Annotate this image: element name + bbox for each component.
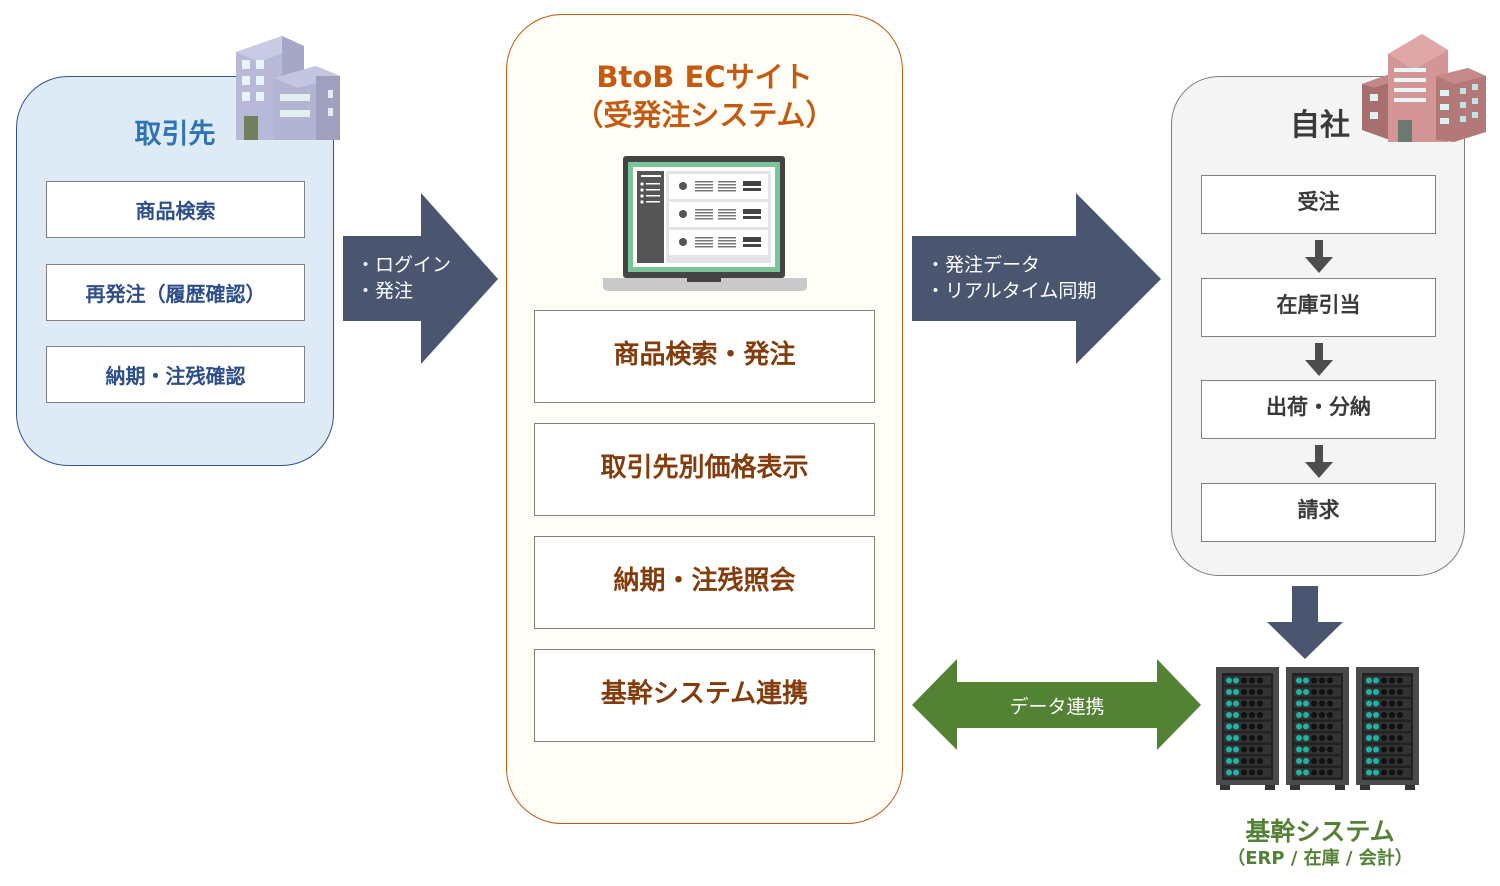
ec-site-title-line1: BtoB ECサイト: [596, 60, 813, 94]
data-link-arrow: [912, 659, 1201, 750]
arrow-label-login: ・ログイン: [356, 254, 452, 276]
step-arrow-down-icon: [1305, 240, 1333, 273]
order-data-arrow-label: ・発注データ ・リアルタイム同期: [926, 252, 1096, 304]
ec-site-title: BtoB ECサイト （受発注システム）: [506, 58, 903, 134]
own-step-billing: 請求: [1201, 483, 1436, 542]
ec-item-erp-integration: 基幹システム連携: [534, 649, 875, 742]
server-rack-icon: [1216, 667, 1422, 792]
own-step-inventory-allocation: 在庫引当: [1201, 278, 1436, 337]
laptop-icon: [603, 156, 807, 291]
ec-item-product-order: 商品検索・発注: [534, 310, 875, 403]
step-arrow-down-icon: [1305, 343, 1333, 376]
arrow-label-realtime-sync: ・リアルタイム同期: [926, 280, 1097, 302]
partner-item-reorder: 再発注（履歴確認）: [46, 264, 305, 321]
login-order-arrow: [343, 193, 498, 364]
arrow-label-order: ・発注: [356, 280, 414, 302]
step-arrow-down-icon: [1305, 445, 1333, 478]
partner-item-delivery-check: 納期・注残確認: [46, 346, 305, 403]
ec-item-delivery-inquiry: 納期・注残照会: [534, 536, 875, 629]
own-step-order-receipt: 受注: [1201, 175, 1436, 234]
partner-title: 取引先: [134, 119, 216, 150]
data-link-label: データ連携: [1009, 696, 1105, 718]
order-data-arrow: [912, 193, 1161, 364]
ec-site-title-line2: （受発注システム）: [574, 98, 835, 132]
erp-down-arrow: [1267, 586, 1343, 659]
own-building-icon: [1362, 34, 1486, 142]
own-step-shipping: 出荷・分納: [1201, 380, 1436, 439]
login-order-arrow-label: ・ログイン ・発注: [356, 252, 451, 304]
arrow-label-order-data: ・発注データ: [926, 254, 1041, 276]
ec-item-partner-pricing: 取引先別価格表示: [534, 423, 875, 516]
partner-item-product-search: 商品検索: [46, 181, 305, 238]
erp-subtitle: （ERP / 在庫 / 会計）: [1227, 848, 1413, 869]
partner-building-icon: [236, 36, 340, 140]
own-company-title: 自社: [1290, 108, 1350, 143]
erp-title: 基幹システム: [1245, 817, 1395, 846]
